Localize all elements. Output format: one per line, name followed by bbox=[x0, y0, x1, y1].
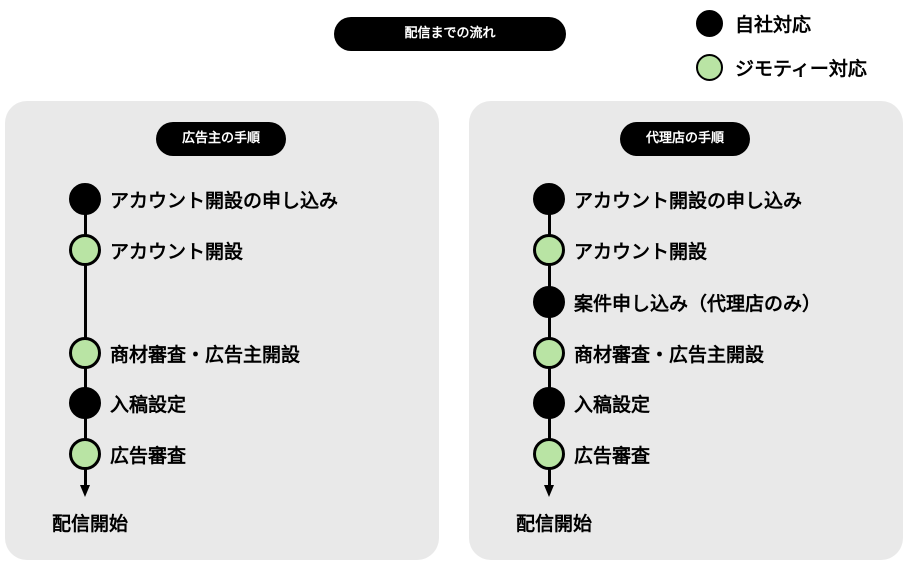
legend-item-jmty: ジモティー対応 bbox=[696, 52, 867, 82]
agency-step-5: 入稿設定 bbox=[533, 387, 650, 419]
advertiser-step-2: アカウント開設 bbox=[69, 234, 243, 266]
step-label: アカウント開設 bbox=[574, 240, 708, 263]
step-label: 入稿設定 bbox=[110, 393, 187, 416]
advertiser-step-1: アカウント開設の申し込み bbox=[69, 183, 338, 215]
step-dot bbox=[69, 387, 101, 419]
advertiser-panel-title: 広告主の手順 bbox=[156, 122, 286, 156]
step-label: 商材審査・広告主開設 bbox=[574, 343, 765, 366]
agency-step-6: 広告審査 bbox=[533, 438, 650, 470]
step-dot bbox=[533, 183, 565, 215]
legend-dot-self bbox=[696, 9, 723, 37]
advertiser-step-3: 商材審査・広告主開設 bbox=[69, 337, 300, 369]
step-label: 広告審査 bbox=[574, 444, 651, 467]
step-dot bbox=[69, 438, 101, 470]
step-label: 入稿設定 bbox=[574, 393, 651, 416]
legend-item-self: 自社対応 bbox=[696, 8, 811, 38]
step-label: 案件申し込み（代理店のみ） bbox=[574, 292, 822, 315]
legend-label-jmty: ジモティー対応 bbox=[735, 57, 867, 80]
agency-step-3: 案件申し込み（代理店のみ） bbox=[533, 286, 821, 318]
advertiser-end-label: 配信開始 bbox=[52, 513, 129, 535]
agency-step-4: 商材審査・広告主開設 bbox=[533, 337, 764, 369]
step-label: アカウント開設 bbox=[110, 240, 244, 263]
step-dot bbox=[69, 337, 101, 369]
advertiser-arrow-head bbox=[80, 485, 90, 497]
advertiser-panel: 広告主の手順 アカウント開設の申し込み アカウント開設 商材審査・広告主開設 入… bbox=[5, 101, 439, 560]
step-dot bbox=[69, 234, 101, 266]
agency-panel-title: 代理店の手順 bbox=[620, 122, 750, 156]
step-label: 商材審査・広告主開設 bbox=[110, 343, 301, 366]
agency-step-2: アカウント開設 bbox=[533, 234, 707, 266]
agency-arrow-head bbox=[544, 485, 554, 497]
advertiser-step-4: 入稿設定 bbox=[69, 387, 186, 419]
advertiser-step-5: 広告審査 bbox=[69, 438, 186, 470]
step-label: 広告審査 bbox=[110, 444, 187, 467]
step-dot bbox=[533, 387, 565, 419]
step-dot bbox=[533, 337, 565, 369]
step-dot bbox=[533, 438, 565, 470]
step-label: アカウント開設の申し込み bbox=[574, 189, 803, 212]
step-dot bbox=[69, 183, 101, 215]
legend-label-self: 自社対応 bbox=[735, 13, 812, 36]
step-dot bbox=[533, 234, 565, 266]
agency-panel: 代理店の手順 アカウント開設の申し込み アカウント開設 案件申し込み（代理店のみ… bbox=[469, 101, 903, 560]
step-dot bbox=[533, 286, 565, 318]
diagram-title: 配信までの流れ bbox=[334, 17, 566, 51]
agency-step-1: アカウント開設の申し込み bbox=[533, 183, 802, 215]
step-label: アカウント開設の申し込み bbox=[110, 189, 339, 212]
agency-end-label: 配信開始 bbox=[516, 513, 593, 535]
legend-dot-jmty bbox=[696, 53, 723, 81]
